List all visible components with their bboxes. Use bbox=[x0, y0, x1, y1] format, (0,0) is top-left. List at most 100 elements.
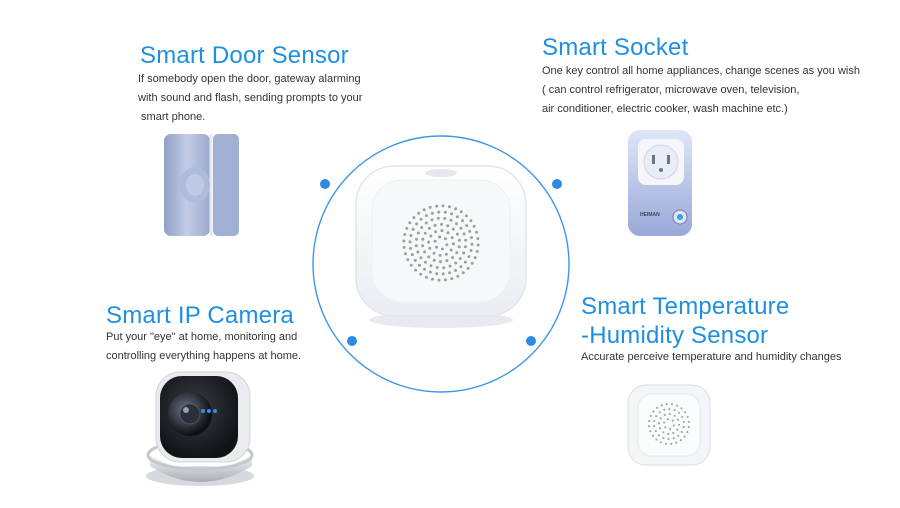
grille-dot bbox=[454, 207, 458, 211]
grille-dot bbox=[663, 408, 666, 411]
temp-humidity-device bbox=[627, 384, 711, 466]
grille-dot bbox=[419, 217, 423, 221]
ring-dot bbox=[320, 179, 330, 189]
grille-dot bbox=[432, 251, 436, 255]
grille-dot bbox=[419, 272, 423, 276]
grille-dot bbox=[444, 237, 447, 241]
grille-dot bbox=[466, 266, 470, 270]
grille-dot bbox=[409, 234, 413, 237]
grille-dot bbox=[655, 438, 658, 441]
grille-dot bbox=[676, 428, 679, 431]
grille-dot bbox=[455, 251, 459, 255]
grille-dot bbox=[470, 261, 474, 265]
grille-dot bbox=[656, 406, 659, 409]
grille-dot bbox=[676, 418, 680, 421]
grille-dot bbox=[669, 427, 672, 430]
grille-dot bbox=[462, 251, 466, 255]
grille-dot bbox=[433, 239, 437, 243]
grille-dot bbox=[648, 419, 651, 423]
grille-dot bbox=[412, 216, 416, 220]
grille-dot bbox=[659, 417, 662, 420]
grille-dot bbox=[682, 425, 685, 429]
grille-dot bbox=[469, 249, 473, 252]
grille-dot bbox=[667, 432, 670, 436]
grille-dot bbox=[454, 268, 458, 272]
grille-dot bbox=[664, 426, 667, 429]
grille-dot bbox=[403, 252, 407, 256]
grille-dot bbox=[677, 423, 681, 426]
grille-dot bbox=[663, 413, 666, 417]
grille-dot bbox=[429, 264, 433, 268]
grille-dot bbox=[409, 246, 412, 250]
grille-dot bbox=[446, 224, 450, 228]
grille-dot bbox=[423, 231, 427, 235]
grille-dot bbox=[649, 430, 652, 433]
grille-dot bbox=[434, 230, 438, 234]
grille-dot bbox=[659, 441, 663, 444]
grille-dot bbox=[682, 420, 685, 423]
grille-dot bbox=[456, 274, 460, 278]
grille-dot bbox=[448, 205, 451, 209]
grille-dot bbox=[468, 229, 472, 233]
grille-dot bbox=[450, 277, 454, 281]
grille-dot bbox=[655, 415, 658, 418]
grille-dot bbox=[440, 222, 443, 226]
grille-dot bbox=[435, 204, 439, 208]
grille-dot bbox=[672, 424, 675, 427]
grille-dot bbox=[671, 419, 674, 422]
grille-dot bbox=[441, 204, 445, 208]
grille-dot bbox=[464, 245, 467, 249]
grille-dot bbox=[417, 211, 421, 215]
camera-description: Put your "eye" at home, monitoring and c… bbox=[106, 328, 301, 366]
grille-dot bbox=[663, 421, 666, 424]
grille-dot bbox=[428, 270, 432, 274]
grille-dot bbox=[683, 435, 686, 438]
grille-dot bbox=[435, 272, 439, 276]
grille-dot bbox=[459, 210, 463, 214]
socket-title: Smart Socket bbox=[542, 34, 689, 61]
ip-camera-device bbox=[146, 371, 254, 486]
grille-dot bbox=[462, 232, 466, 236]
grille-dot bbox=[443, 278, 447, 282]
grille-dot bbox=[427, 255, 431, 259]
grille-dot bbox=[672, 431, 675, 435]
door-sensor-description: If somebody open the door, gateway alarm… bbox=[138, 70, 362, 127]
grille-dot bbox=[651, 434, 655, 437]
grille-dot bbox=[649, 414, 652, 417]
grille-dot bbox=[662, 436, 665, 439]
title-line: Smart Temperature bbox=[581, 293, 790, 320]
grille-dot bbox=[427, 240, 431, 244]
grille-dot bbox=[470, 236, 473, 240]
grille-dot bbox=[684, 411, 687, 414]
ring-dot bbox=[526, 336, 536, 346]
grille-dot bbox=[681, 415, 684, 418]
grille-dot bbox=[448, 264, 452, 268]
grille-dot bbox=[648, 425, 651, 428]
grille-dot bbox=[437, 210, 441, 214]
grille-dot bbox=[440, 229, 444, 233]
grille-dot bbox=[429, 234, 433, 238]
grille-dot bbox=[469, 219, 473, 223]
grille-dot bbox=[475, 250, 479, 253]
grille-dot bbox=[424, 221, 428, 225]
door-sensor-device bbox=[164, 134, 239, 236]
grille-dot bbox=[438, 253, 442, 257]
description-line: Put your "eye" at home, monitoring and bbox=[106, 331, 298, 343]
door-sensor-title: Smart Door Sensor bbox=[140, 42, 349, 69]
grille-dot bbox=[419, 256, 423, 260]
description-line: controlling everything happens at home. bbox=[106, 350, 302, 362]
grille-dot bbox=[476, 237, 480, 241]
grille-dot bbox=[420, 226, 424, 229]
grille-dot bbox=[677, 411, 681, 414]
grille-dot bbox=[450, 236, 454, 240]
grille-dot bbox=[658, 411, 661, 414]
grille-dot bbox=[673, 414, 676, 417]
grille-dot bbox=[441, 272, 445, 276]
grille-dot bbox=[435, 245, 438, 249]
grille-dot bbox=[436, 216, 440, 220]
grille-dot bbox=[424, 214, 428, 218]
grille-dot bbox=[473, 256, 477, 260]
grille-dot bbox=[475, 230, 479, 234]
grille-dot bbox=[657, 422, 661, 425]
grille-dot bbox=[414, 244, 418, 248]
